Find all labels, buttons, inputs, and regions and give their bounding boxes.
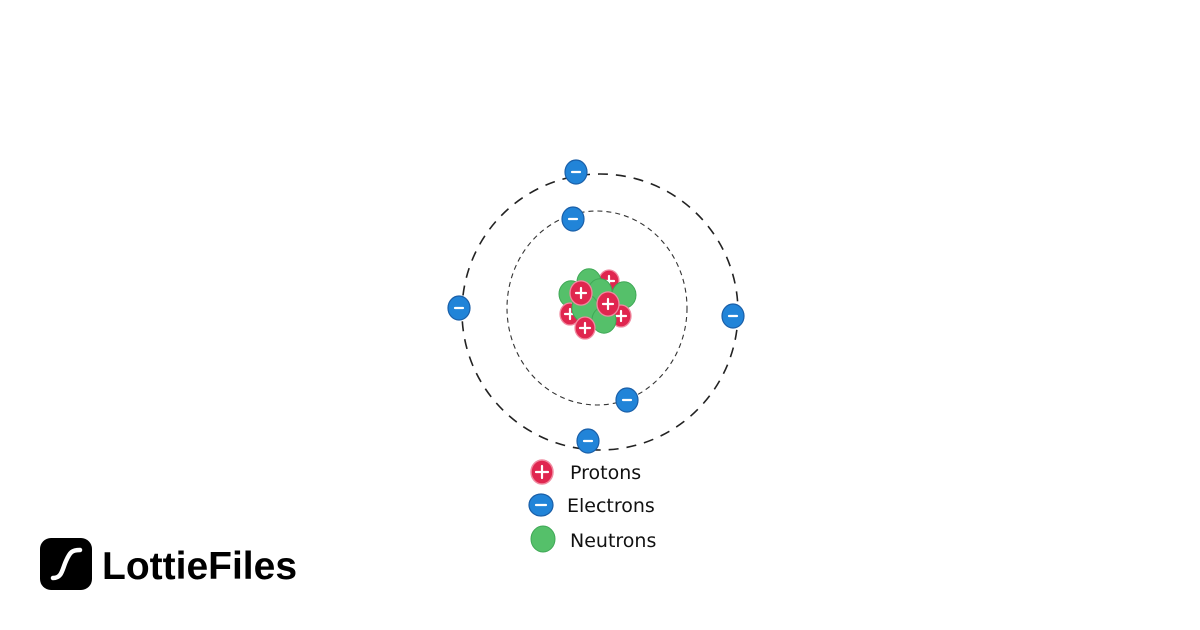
lottiefiles-logo[interactable]: LottieFiles (40, 538, 297, 590)
nucleus (558, 268, 637, 340)
electron (447, 295, 471, 321)
proton (596, 291, 620, 317)
inner-orbit (506, 210, 688, 406)
legend: Protons Electrons Neutrons (528, 459, 656, 553)
brand-name: LottieFiles (102, 545, 297, 588)
electron (576, 428, 600, 454)
electron (615, 387, 639, 413)
legend-proton-icon (530, 459, 554, 485)
legend-label-electrons: Electrons (567, 495, 655, 517)
electrons (447, 159, 745, 454)
proton (574, 316, 596, 340)
electron (564, 159, 588, 185)
legend-label-neutrons: Neutrons (570, 530, 656, 552)
electron (721, 303, 745, 329)
legend-neutron-icon (530, 525, 556, 553)
electron (561, 206, 585, 232)
legend-electron-icon (528, 493, 554, 517)
legend-label-protons: Protons (570, 462, 641, 484)
proton (569, 280, 593, 306)
